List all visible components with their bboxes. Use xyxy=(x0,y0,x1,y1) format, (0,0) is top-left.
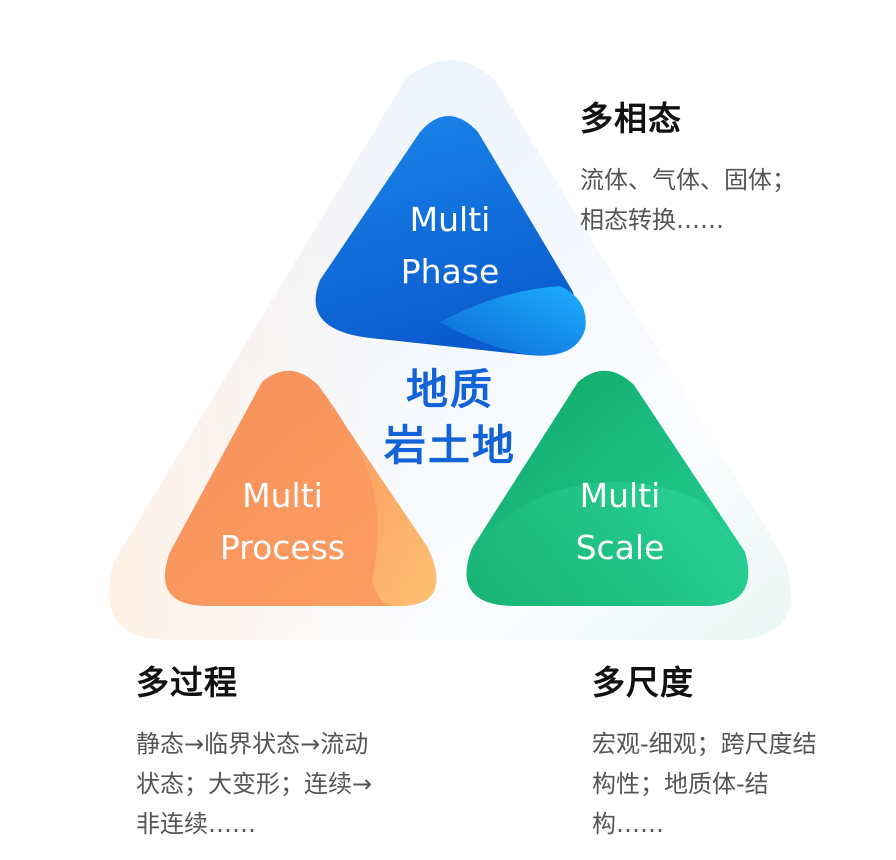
process-desc-line: 静态→临界状态→流动 xyxy=(136,730,369,758)
phase-desc-line: 相态转换…… xyxy=(580,206,724,234)
process-triangle xyxy=(164,370,437,607)
process-description: 静态→临界状态→流动 状态；大变形；连续→ 非连续…… xyxy=(136,724,372,844)
phase-description: 流体、气体、固体； 相态转换…… xyxy=(580,160,796,240)
process-label-line2: Process xyxy=(219,528,346,567)
center-title: 地质 岩土地 xyxy=(350,362,550,474)
process-title: 多过程 xyxy=(136,663,238,702)
scale-desc-line: 构性；地质体-结 xyxy=(592,770,769,798)
process-label: Multi Process xyxy=(200,470,365,574)
process-desc-line: 非连续…… xyxy=(136,810,256,838)
phase-label-line2: Phase xyxy=(400,252,500,291)
process-label-line1: Multi xyxy=(242,476,323,515)
process-triangle-fold xyxy=(318,385,437,607)
process-desc-line: 状态；大变形；连续→ xyxy=(136,770,373,798)
scale-desc-line: 宏观-细观；跨尺度结 xyxy=(592,730,817,758)
scale-label-line1: Multi xyxy=(579,476,661,515)
phase-label: Multi Phase xyxy=(372,194,528,298)
scale-triangle-fold xyxy=(466,482,749,606)
phase-title: 多相态 xyxy=(580,99,682,138)
scale-label: Multi Scale xyxy=(540,470,700,574)
phase-desc-line: 流体、气体、固体； xyxy=(580,166,796,194)
scale-label-line2: Scale xyxy=(575,528,665,567)
scale-title: 多尺度 xyxy=(592,663,694,702)
phase-label-line1: Multi xyxy=(409,200,491,239)
center-title-line1: 地质 xyxy=(405,365,494,414)
phase-triangle-fold xyxy=(440,286,586,356)
scale-desc-line: 构…… xyxy=(592,810,664,838)
scale-description: 宏观-细观；跨尺度结 构性；地质体-结 构…… xyxy=(592,724,817,844)
center-title-line2: 岩土地 xyxy=(383,421,516,470)
